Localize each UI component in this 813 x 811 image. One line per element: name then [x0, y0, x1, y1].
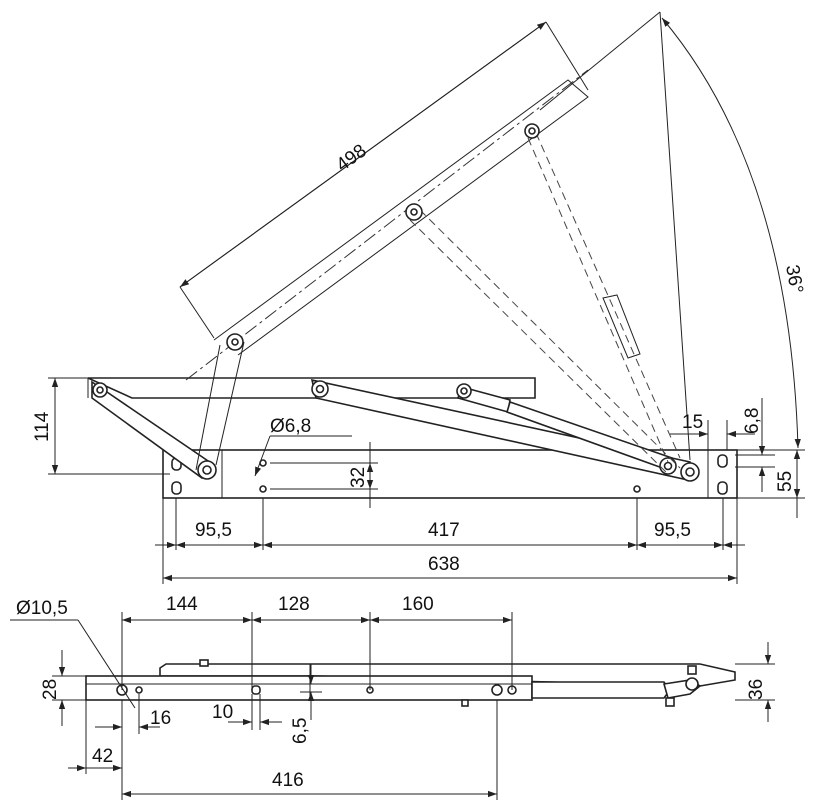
label-144: 144 [166, 594, 198, 615]
dim-dia-10-5: Ø10,5 [10, 598, 136, 709]
label-416: 416 [272, 770, 304, 791]
label-95-5-right: 95,5 [654, 520, 691, 541]
label-dia-10-5: Ø10,5 [16, 598, 68, 619]
open-lid [213, 79, 589, 356]
dim-dia-6-8: Ø6,8 [254, 416, 352, 477]
dim-6-5: 6,5 [290, 664, 322, 744]
dim-15: 15 [670, 412, 755, 450]
dim-28: 28 [40, 650, 86, 726]
dim-36: 36 [735, 642, 775, 722]
label-42: 42 [92, 746, 113, 767]
label-417: 417 [428, 520, 460, 541]
dim-498: 498 [179, 21, 589, 339]
label-28: 28 [40, 679, 61, 700]
dim-55: 55 [737, 449, 805, 518]
dim-6-8-vertical: 6,8 [735, 398, 775, 492]
dim-416: 416 [122, 700, 498, 800]
label-dia-6-8: Ø6,8 [270, 416, 311, 437]
label-95-5-left: 95,5 [195, 520, 232, 541]
label-114: 114 [32, 411, 53, 442]
label-6-8: 6,8 [742, 408, 763, 434]
label-128: 128 [278, 594, 310, 615]
label-6-5: 6,5 [290, 718, 311, 744]
dim-row-95-417-95: 95,5 417 95,5 [155, 520, 745, 549]
dim-10: 10 [212, 694, 282, 730]
dim-42: 42 [68, 700, 123, 800]
dim-32: 32 [270, 442, 378, 508]
dim-row-144-128-160: 144 128 160 [122, 594, 512, 624]
dim-16: 16 [95, 694, 171, 734]
side-rail [85, 675, 533, 701]
dim-36-degrees: 36° [539, 11, 807, 461]
label-10: 10 [212, 702, 233, 723]
label-498: 498 [333, 140, 371, 176]
side-view: 144 128 160 Ø10,5 28 36 [10, 594, 775, 800]
label-638: 638 [428, 554, 460, 575]
label-55: 55 [775, 471, 796, 492]
label-36-degrees: 36° [781, 263, 807, 295]
label-15: 15 [682, 412, 703, 433]
top-view: 498 36° 114 Ø6,8 32 [32, 11, 807, 584]
label-16: 16 [150, 708, 171, 729]
label-32: 32 [348, 467, 369, 488]
label-36: 36 [746, 679, 767, 700]
dim-114: 114 [32, 377, 170, 475]
label-160: 160 [402, 594, 434, 615]
dim-638: 638 [163, 554, 737, 582]
